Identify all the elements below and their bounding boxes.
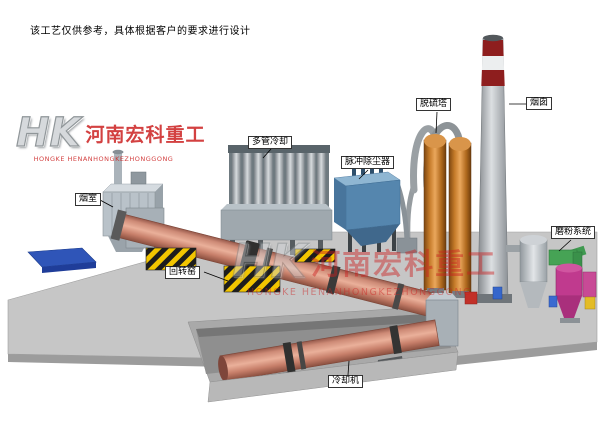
label-desulfurization-tower: 脱硫塔 bbox=[416, 98, 452, 111]
label-multi-tube-cooler: 多管冷却 bbox=[248, 136, 293, 149]
cooling-machine-graphic bbox=[218, 319, 440, 382]
desulfurization-towers-graphic bbox=[410, 122, 472, 298]
label-smoke-chamber: 烟室 bbox=[75, 193, 102, 206]
pulse-dust-collector-graphic bbox=[333, 165, 410, 252]
multi-tube-cooler-graphic bbox=[220, 145, 333, 255]
label-grinding-system: 磨粉系统 bbox=[551, 226, 596, 239]
label-pulse-dust-collector: 脉冲除尘器 bbox=[341, 156, 395, 169]
auxiliary-units bbox=[464, 286, 503, 305]
callout-lines bbox=[99, 103, 572, 376]
chimney-graphic bbox=[476, 34, 512, 303]
grinding-system-graphic bbox=[506, 235, 597, 323]
label-cooling-machine: 冷却机 bbox=[328, 375, 364, 388]
disclaimer-text: 该工艺仅供参考，具体根据客户的要求进行设计 bbox=[30, 26, 251, 37]
label-chimney: 烟囱 bbox=[526, 97, 553, 110]
water-pool bbox=[27, 247, 97, 273]
kiln-support-piers bbox=[145, 247, 336, 293]
label-rotary-kiln: 回转窑 bbox=[165, 266, 201, 279]
